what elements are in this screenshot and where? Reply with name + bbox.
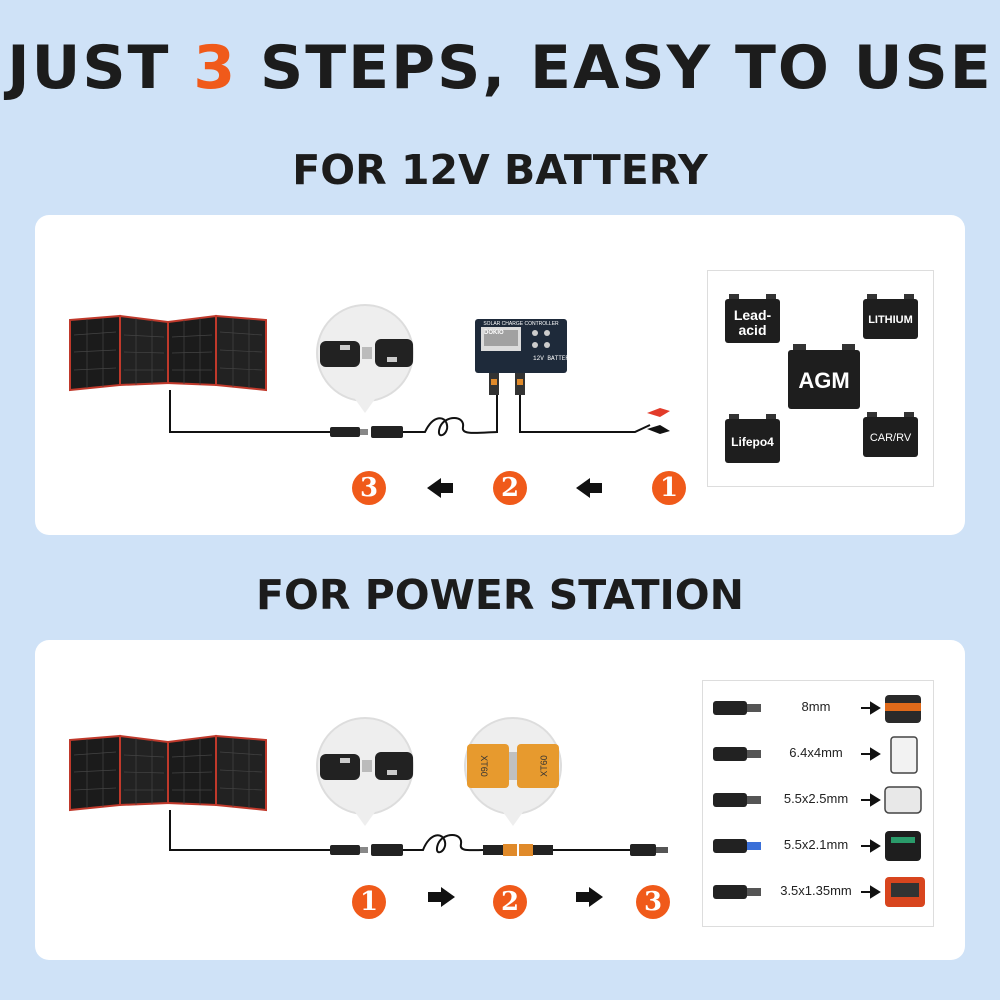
adapter-plug-icon (713, 831, 921, 861)
controller-brand: DOKIO (484, 330, 504, 336)
step-badge-1: 1 (652, 471, 686, 505)
battery-types-box: Lead- acid LITHIUM AGM Lifepo4 CAR/RV (707, 270, 934, 487)
sae-connector-icon (330, 426, 403, 438)
solar-panel-icon (69, 314, 267, 392)
xt60-zoom-bubble: XT60 XT60 (464, 717, 562, 826)
adapter-size: 5.5x2.1mm (783, 837, 849, 852)
adapter-row: 8mm (703, 685, 933, 731)
step-badge-1: 1 (352, 885, 386, 919)
adapter-row: 5.5x2.1mm (703, 823, 933, 869)
adapter-plug-icon (713, 786, 922, 814)
battery-lead-acid: Lead- acid (725, 291, 780, 343)
battery-section-heading: FOR 12V BATTERY (292, 146, 708, 194)
battery-car-rv: CAR/RV (863, 409, 918, 457)
adapter-size: 6.4x4mm (789, 745, 843, 760)
battery-label: LITHIUM (868, 314, 913, 326)
adapter-size: 3.5x1.35mm (780, 883, 852, 898)
dc-adapters-box: 8mm 6.4x4mm 5.5x2.5mm 5.5x2.1mm 3.5x1.35… (702, 680, 934, 927)
battery-wiring-diagram: SOLAR CHARGE CONTROLLER DOKIO 12V BATTER… (69, 304, 670, 498)
battery-clamps-icon (647, 408, 670, 434)
title-pre: JUST (7, 33, 194, 103)
battery-lifepo4: Lifepo4 (725, 411, 780, 463)
battery-icon (863, 294, 918, 339)
step-arrow-left-1 (427, 478, 453, 498)
step-arrow-left-2 (576, 478, 602, 498)
step-badge-2: 2 (493, 885, 527, 919)
battery-label: Lifepo4 (731, 435, 774, 449)
page-title: JUST 3 STEPS, EASY TO USE (0, 32, 1000, 104)
dc-plug-icon (630, 844, 668, 856)
battery-icon (863, 412, 918, 457)
step-badge-3: 3 (352, 471, 386, 505)
battery-icon (725, 414, 780, 463)
step-arrow-right-1 (428, 887, 455, 907)
battery-lithium: LITHIUM (863, 291, 918, 339)
power-station-wiring-diagram: XT60 XT60 (69, 717, 668, 907)
sae-zoom-bubble (316, 717, 414, 826)
solar-panel-icon (69, 734, 267, 812)
battery-icon (788, 344, 860, 409)
adapter-row: 3.5x1.35mm (703, 869, 933, 915)
step-badge-3: 3 (636, 885, 670, 919)
adapter-row: 6.4x4mm (703, 731, 933, 777)
adapter-plug-icon (713, 877, 925, 907)
power-station-section-heading: FOR POWER STATION (256, 571, 744, 619)
adapter-size: 5.5x2.5mm (783, 791, 849, 806)
battery-label: Lead- acid (733, 307, 772, 338)
xt60-connector-icon (483, 844, 553, 856)
battery-icon (725, 294, 780, 343)
battery-label: AGM (798, 368, 850, 393)
battery-diagram-card: SOLAR CHARGE CONTROLLER DOKIO 12V BATTER… (35, 215, 965, 535)
sae-zoom-bubble (316, 304, 414, 413)
step-badge-2: 2 (493, 471, 527, 505)
xt60-label-right: XT60 (539, 755, 549, 777)
charge-controller-icon: SOLAR CHARGE CONTROLLER DOKIO 12V BATTER… (475, 319, 591, 395)
battery-agm: AGM (788, 341, 860, 409)
adapter-row: 5.5x2.5mm (703, 777, 933, 823)
adapter-plug-icon (713, 736, 918, 774)
power-station-diagram-card: XT60 XT60 1 2 3 8mm 6.4x4mm 5.5x2.5mm 5.… (35, 640, 965, 960)
xt60-label-left: XT60 (479, 755, 489, 777)
controller-top-text: SOLAR CHARGE CONTROLLER (483, 321, 559, 327)
adapter-plug-icon (713, 695, 921, 723)
controller-bottom-text: 12V BATTERY ONLY (533, 355, 591, 362)
title-number: 3 (193, 33, 238, 103)
step-arrow-right-2 (576, 887, 603, 907)
battery-label: CAR/RV (869, 432, 912, 444)
adapter-size: 8mm (801, 699, 831, 714)
sae-connector-icon (330, 844, 403, 856)
title-post: STEPS, EASY TO USE (237, 33, 993, 103)
